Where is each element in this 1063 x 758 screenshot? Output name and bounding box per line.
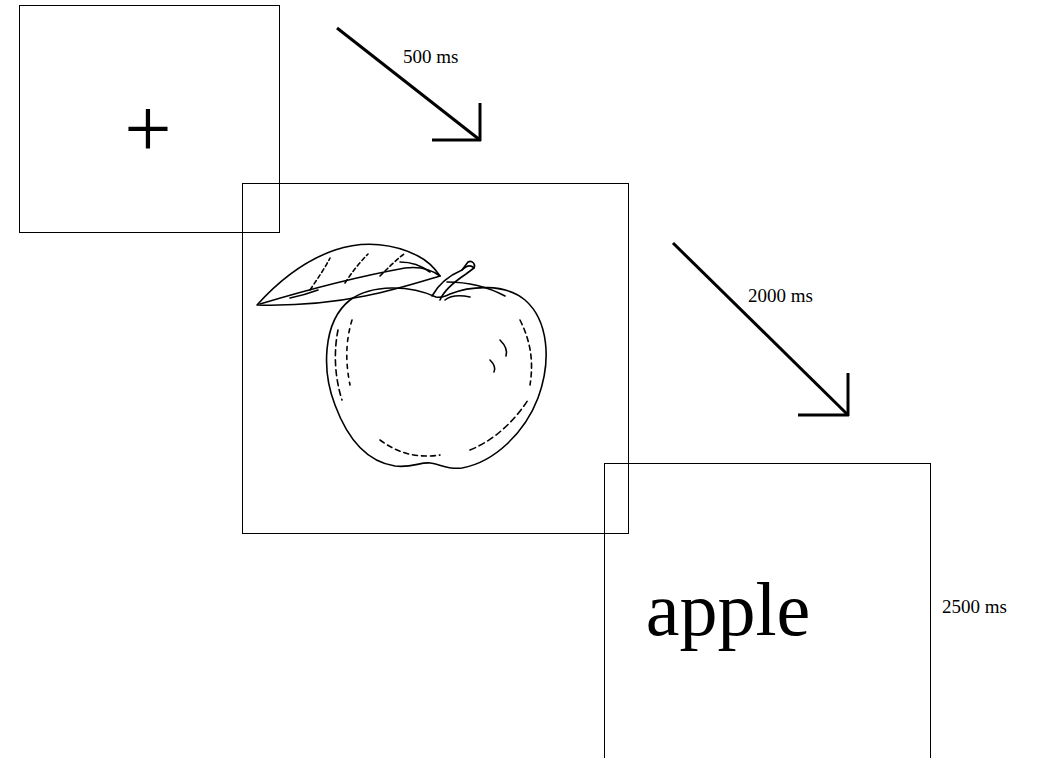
- time-arrow: [673, 243, 849, 416]
- word-frame: apple: [604, 463, 931, 758]
- target-word: apple: [646, 571, 811, 647]
- duration-label: 2000 ms: [746, 286, 815, 307]
- duration-label: 2500 ms: [940, 597, 1009, 618]
- fixation-cross: +: [124, 87, 171, 171]
- time-arrow: [337, 28, 481, 141]
- apple-drawing: [257, 244, 546, 468]
- picture-frame: [243, 184, 629, 534]
- duration-label: 500 ms: [401, 47, 460, 68]
- fixation-frame: +: [19, 5, 280, 233]
